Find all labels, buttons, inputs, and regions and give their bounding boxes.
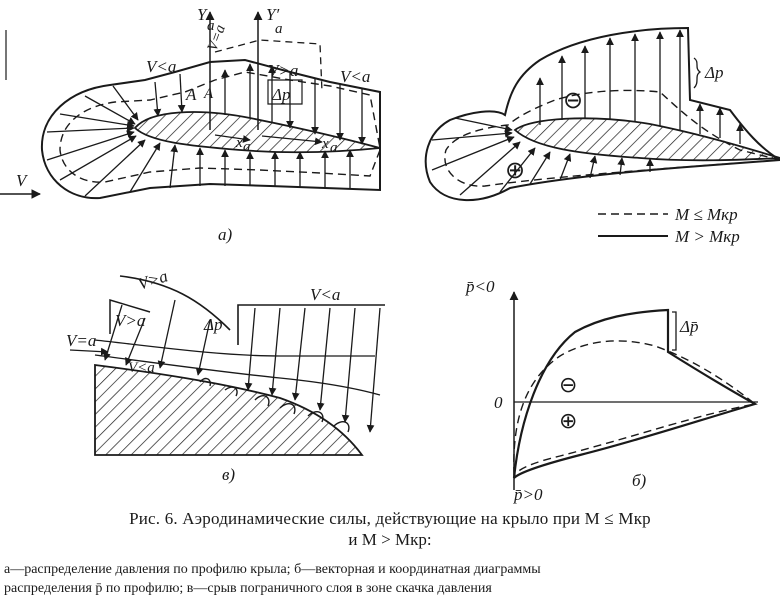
label-v-lt-a-right: V<a [340, 67, 370, 86]
label-v-gt-a: V>a [115, 311, 145, 330]
label-b-plus: ⊕ [559, 409, 577, 434]
panel-v-labels: V>a Δp V<a V>a V=a V<a в) [66, 266, 340, 484]
label-A: A [185, 85, 197, 104]
panel-v-letter: в) [222, 465, 235, 484]
label-v-stream: V [16, 171, 29, 190]
panel-a-lower-vectors [46, 130, 354, 197]
panel-a-xa-arrow [214, 134, 251, 143]
legend-solid-label: M > Mкр [674, 227, 740, 246]
label-v-gt-a: V>a [268, 61, 298, 80]
panel-b-labels: p̄<0 p̄>0 0 Δp̄ ⊖ ⊕ б) [465, 277, 698, 504]
label-v-eq-a: V=a [66, 331, 96, 350]
label-v-lt-a-left: V<a [146, 57, 176, 76]
label-b-delta-p: Δp̄ [679, 317, 698, 336]
panel-v-sonic-curve [119, 275, 231, 331]
panel-a-x2a-arrow [261, 135, 323, 146]
label-xa-sub: a [243, 139, 251, 155]
panel-a-solid-envelope [40, 58, 381, 200]
label-p-gt-0: p̄>0 [513, 485, 543, 504]
panel-v-top-region [237, 304, 385, 345]
panel-v-wing-section [94, 363, 364, 456]
caption-line-2: и M > Mкр: [348, 530, 432, 549]
panel-v-eddies [199, 377, 350, 433]
panel-a-pressure-distribution [0, 11, 381, 200]
panel-br-solid-envelope [424, 26, 780, 201]
panel-br-labels: Δp ⊖ ⊕ [505, 63, 723, 184]
label-ya-prime-sub: a [275, 21, 283, 37]
panel-b-dashed-curve [513, 340, 757, 476]
legend-dashed-label: M ≤ Mкр [674, 205, 738, 224]
label-v-delta-p: Δp [203, 315, 222, 334]
panel-br-dp-brace [693, 57, 702, 89]
panel-b-right-vector-diagram [424, 26, 780, 201]
panel-br-dashed-envelope [444, 89, 780, 187]
panel-b-solid-curve [512, 308, 758, 479]
label-b-minus: ⊖ [559, 373, 577, 398]
panel-a-dp-bracket [267, 79, 303, 105]
label-A1: A [203, 86, 214, 102]
panel-b-letter: б) [632, 471, 647, 490]
panel-br-lower-vectors [431, 117, 654, 196]
label-br-minus: ⊖ [563, 86, 583, 114]
panel-v-boundary-layer [69, 275, 385, 456]
label-v-top-gt: V>a [135, 266, 170, 293]
panel-a-suction-vectors [221, 63, 276, 123]
label-xa: x [235, 135, 243, 151]
panel-a-dashed-top [214, 39, 323, 93]
label-x2a-sub: a [330, 140, 338, 156]
label-v-top-lt: V<a [310, 285, 340, 304]
label-zero: 0 [494, 393, 503, 412]
label-br-plus: ⊕ [505, 156, 525, 184]
label-ya-sub: a [207, 18, 215, 34]
label-ya-prime: Y′ [266, 5, 279, 24]
label-v-inner-lt: V<a [128, 360, 155, 376]
panel-a-upper-vectors [46, 72, 366, 145]
panel-a-dashed-envelope [59, 71, 381, 183]
legend: M ≤ Mкр M > Mкр [598, 205, 740, 246]
panel-v-small-box [109, 298, 151, 334]
panel-a-labels: Y a Y′ a V=a V<a V>a V<a Δp A A x a x a … [16, 5, 370, 244]
panel-b-coordinate-diagram [509, 291, 758, 490]
panel-a-letter: a) [218, 225, 233, 244]
caption-line-4: распределения p̄ по профилю; в—срыв погр… [4, 581, 492, 596]
label-br-delta-p: Δp [704, 63, 723, 82]
label-ya: Y [197, 5, 208, 24]
panel-v-boundary-upper [94, 339, 375, 357]
panel-b-dp-bracket [672, 311, 677, 351]
label-p-lt-0: p̄<0 [465, 277, 495, 296]
label-x2a: x [321, 136, 329, 152]
panel-br-airfoil [513, 117, 780, 162]
caption-line-3: а—распределение давления по профилю крыл… [4, 562, 541, 577]
panel-br-upper-vectors [536, 29, 744, 144]
label-delta-p-a: Δp [271, 85, 290, 104]
caption-line-1: Рис. 6. Аэродинамические силы, действующ… [129, 509, 651, 528]
panel-v-vectors [69, 299, 381, 433]
